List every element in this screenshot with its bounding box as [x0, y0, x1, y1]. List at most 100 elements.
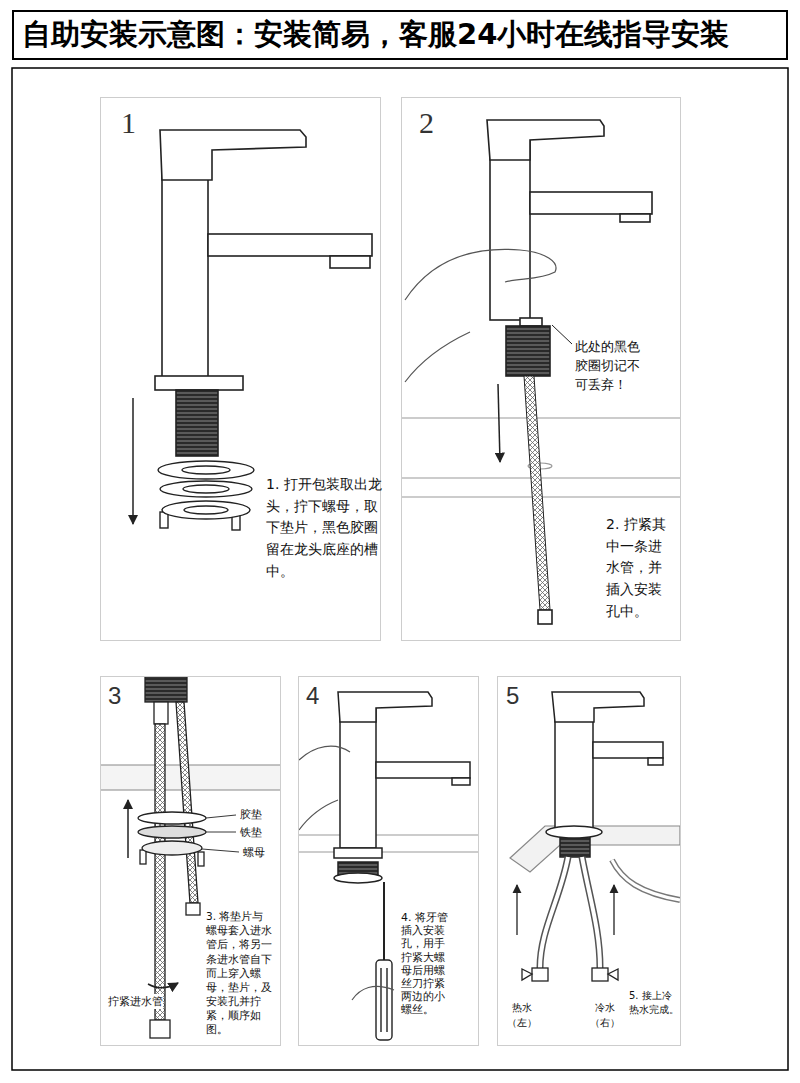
step-panel: 11. 打开包装取出龙头，拧下螺母，取下垫片，黑色胶圈留在龙头底座的槽中。 [100, 97, 381, 641]
step-number: 1 [121, 106, 136, 139]
faucet-drawing [334, 692, 470, 883]
washer-drawing [198, 852, 204, 866]
hand-drawing [299, 746, 394, 1000]
washer-drawing [140, 850, 146, 864]
screwdriver [376, 882, 392, 1040]
faucet-drawing [530, 192, 652, 214]
hose-drawing [145, 677, 187, 702]
hand-drawing [405, 249, 556, 300]
step-number: 3 [108, 683, 121, 709]
direction-arrow [517, 885, 614, 935]
faucet-drawing [155, 130, 372, 456]
hose-drawing [582, 857, 600, 968]
step-number: 2 [419, 106, 434, 139]
washer-drawing [160, 481, 252, 497]
leader-line [552, 325, 572, 344]
faucet-drawing [546, 692, 663, 857]
hose-drawing [176, 702, 198, 903]
step-panel: 3 3. 将垫片与螺母套入进水管后，将另一条进水管自下而上穿入螺母，垫片，及安装孔… [100, 676, 281, 1046]
direction-arrow [148, 983, 178, 988]
direction-arrow [127, 800, 129, 858]
hose-drawing [186, 903, 200, 915]
screwdriver [380, 968, 381, 1032]
faucet-drawing [620, 214, 650, 222]
title-box: 自助安装示意图：安装简易，客服24小时在线指导安装 [12, 10, 788, 60]
hose-drawing [155, 724, 165, 1020]
countertop [612, 860, 680, 900]
step-number: 5 [506, 683, 519, 709]
countertop [299, 851, 478, 852]
leader-line [552, 325, 572, 344]
valve-drawing [592, 968, 608, 981]
faucet-drawing [593, 742, 663, 758]
washer-drawing [138, 812, 206, 824]
faucet-drawing [334, 873, 382, 883]
faucet-drawing [538, 610, 552, 624]
title-text: 自助安装示意图：安装简易，客服24小时在线指导安装 [22, 15, 729, 55]
outer-frame [12, 68, 788, 1070]
valve-drawing [522, 969, 532, 980]
faucet-drawing [176, 390, 218, 456]
faucet-drawing [160, 130, 306, 180]
action-label: 拧紧进水管 [108, 994, 163, 1009]
leader-line [206, 815, 236, 818]
faucet-drawing [338, 692, 432, 722]
faucet-drawing [524, 376, 550, 610]
faucet-drawing [520, 318, 542, 326]
step-instruction: 3. 将垫片与螺母套入进水管后，将另一条进水管自下而上穿入螺母，垫片，及安装孔并… [206, 909, 274, 1037]
part-label: 胶垫 [240, 807, 262, 822]
step-instruction: 1. 打开包装取出龙头，拧下螺母，取下垫片，黑色胶圈留在龙头底座的槽中。 [266, 474, 386, 582]
washer-drawing [158, 461, 254, 479]
countertop [510, 826, 680, 872]
faucet-drawing [487, 120, 604, 160]
step-panel: 5 5. 接上冷热水完成。 [497, 676, 681, 1046]
part-label: 铁垫 [240, 825, 262, 840]
step-panel: 44. 将牙管插入安装孔，用手拧紧大螺母后用螺丝刀拧紧两边的小螺丝。 [298, 676, 479, 1046]
hose-drawing [150, 1020, 170, 1038]
hand-drawing [299, 746, 350, 760]
countertop [401, 417, 680, 418]
screwdriver [386, 968, 387, 1032]
direction-arrow [516, 885, 517, 935]
hand-drawing [352, 986, 394, 1000]
faucet-drawing [490, 140, 530, 320]
hand-drawing [405, 249, 556, 382]
direction-arrow [132, 398, 134, 524]
washer-drawing [138, 812, 206, 866]
faucet-drawing [334, 848, 382, 858]
part-label: 螺母 [243, 845, 265, 860]
countertop [299, 834, 478, 835]
countertop [299, 835, 478, 852]
screwdriver [383, 882, 385, 960]
direction-arrow [498, 384, 500, 462]
faucet-drawing [552, 692, 644, 722]
faucet-drawing [648, 758, 663, 765]
warning-callout: 此处的黑色胶圈切记不可丢弃！ [575, 338, 643, 395]
faucet-drawing [155, 376, 243, 390]
faucet-drawing [376, 762, 470, 778]
washer-drawing [138, 826, 206, 838]
countertop [101, 764, 280, 765]
direction-arrow [498, 384, 500, 462]
countertop [612, 860, 680, 900]
countertop [510, 826, 680, 900]
step-instruction: 4. 将牙管插入安装孔，用手拧紧大螺母后用螺丝刀拧紧两边的小螺丝。 [401, 911, 451, 1017]
faucet-drawing [162, 150, 208, 378]
washer-drawing [183, 485, 229, 493]
hose-drawing [540, 857, 568, 968]
hose-drawing [154, 702, 168, 724]
faucet-drawing [208, 234, 372, 256]
washer-drawing [184, 506, 228, 514]
screwdriver [376, 960, 392, 1040]
washer-drawing [158, 461, 254, 530]
valve-drawing [608, 969, 618, 980]
faucet-drawing [506, 326, 550, 376]
hose-drawing [540, 857, 600, 968]
leader-line [202, 815, 239, 852]
leader-line [206, 832, 236, 833]
step-instruction: 2. 拧紧其中一条进水管，并插入安装孔中。 [606, 514, 668, 622]
valve-drawing [532, 968, 548, 981]
step-instruction: 5. 接上冷热水完成。 [629, 989, 679, 1016]
